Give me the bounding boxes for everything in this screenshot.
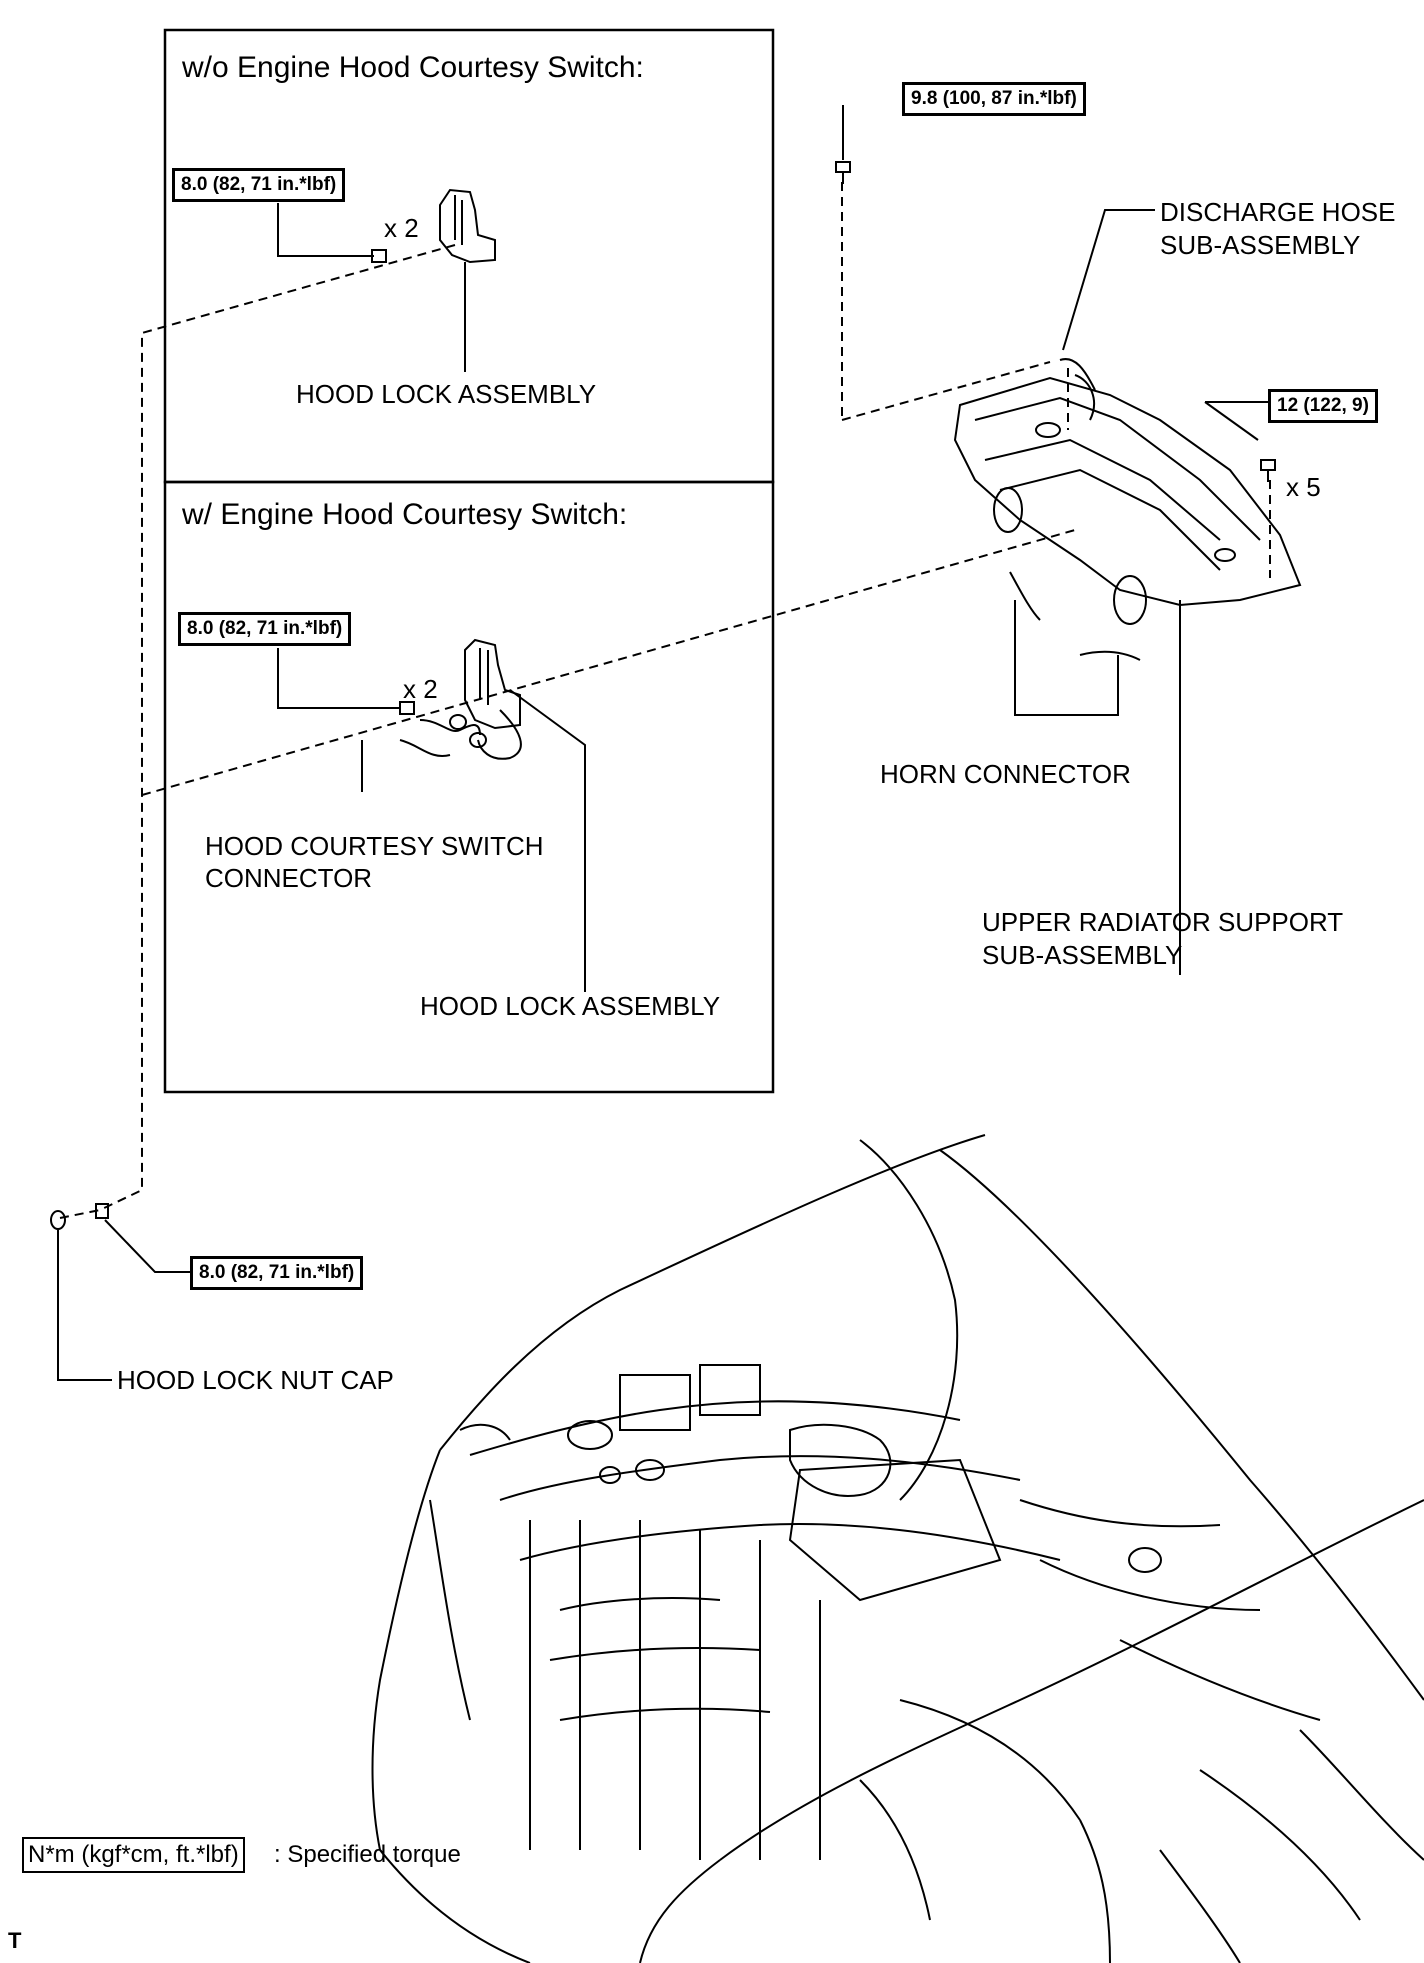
dashed-phantom-lines <box>59 182 1271 1219</box>
label-upper-radiator-support-2: SUB-ASSEMBLY <box>982 940 1183 970</box>
label-hood-courtesy-switch-connector-2: CONNECTOR <box>205 863 373 893</box>
upper-radiator-support <box>953 358 1302 661</box>
quantity-bottom-bolts: x 2 <box>403 674 438 704</box>
legend-unit-box: N*m (kgf*cm, ft.*lbf) <box>22 1837 245 1873</box>
torque-spec-hood-lock-bottom: 8.0 (82, 71 in.*lbf) <box>178 612 352 646</box>
label-horn-connector: HORN CONNECTOR <box>880 759 1131 789</box>
leader-torque-bottom <box>277 648 400 709</box>
footer-code: T <box>8 1928 22 1953</box>
leader-horn-connector <box>1014 600 1119 716</box>
nut-cap-and-bolt <box>50 1203 109 1230</box>
label-hood-lock-assembly-bottom: HOOD LOCK ASSEMBLY <box>420 991 721 1021</box>
panel-title-with-switch: w/ Engine Hood Courtesy Switch: <box>182 498 628 531</box>
leader-hood-lock-bottom <box>509 689 586 992</box>
label-discharge-hose-1: DISCHARGE HOSE <box>1160 197 1396 227</box>
torque-spec-hood-lock-nut: 8.0 (82, 71 in.*lbf) <box>190 1256 364 1290</box>
quantity-radiator-bolts: x 5 <box>1286 472 1321 502</box>
legend-description: : Specified torque <box>274 1841 461 1868</box>
panel-with-switch <box>163 480 775 1094</box>
leader-nut-cap <box>57 1230 112 1381</box>
label-hood-lock-nut-cap: HOOD LOCK NUT CAP <box>117 1365 394 1395</box>
torque-spec-radiator-support-bolt: 12 (122, 9) <box>1268 389 1378 423</box>
quantity-top-bolts: x 2 <box>384 213 419 243</box>
label-hood-lock-assembly-top: HOOD LOCK ASSEMBLY <box>296 379 597 409</box>
leader-discharge-hose <box>1062 209 1155 351</box>
leader-torque-nut <box>104 1219 190 1273</box>
label-hood-courtesy-switch-connector-1: HOOD COURTESY SWITCH <box>205 831 544 861</box>
leader-torque-12-bolt <box>1204 401 1259 441</box>
panel-without-switch <box>163 28 775 484</box>
torque-spec-hood-lock-top: 8.0 (82, 71 in.*lbf) <box>172 168 346 202</box>
hood-lock-top <box>371 188 496 264</box>
panel-title-without-switch: w/o Engine Hood Courtesy Switch: <box>182 51 644 84</box>
label-upper-radiator-support-1: UPPER RADIATOR SUPPORT <box>982 907 1344 937</box>
bolt-12 <box>1260 459 1276 482</box>
label-discharge-hose-2: SUB-ASSEMBLY <box>1160 230 1361 260</box>
bolt-98 <box>835 161 851 184</box>
leader-torque-top <box>277 203 374 257</box>
car-front-sketch <box>371 1134 1424 1963</box>
hood-lock-bottom <box>399 638 522 760</box>
torque-spec-discharge-hose-bolt: 9.8 (100, 87 in.*lbf) <box>902 82 1086 116</box>
